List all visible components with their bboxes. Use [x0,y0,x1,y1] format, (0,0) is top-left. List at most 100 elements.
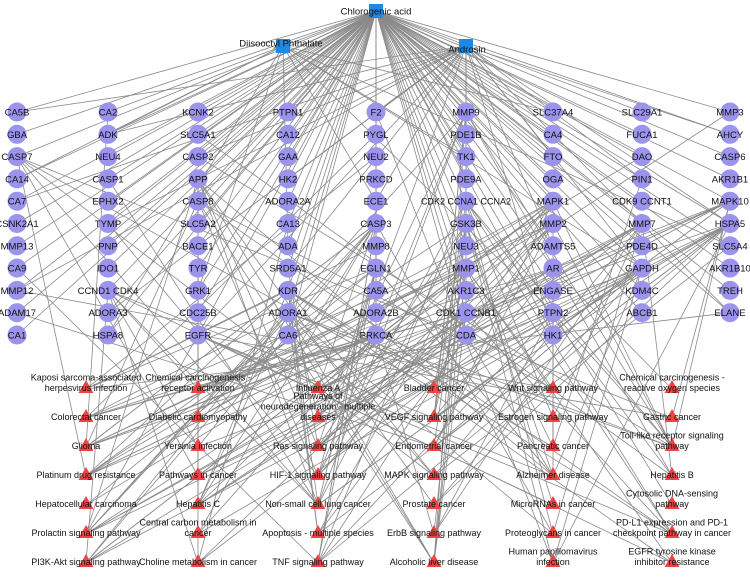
target-node-neu4[interactable] [98,147,118,167]
pathway-node-pathways-of-neurodegeneration-multiple-diseases[interactable] [310,409,326,422]
target-node-egfr[interactable] [188,325,208,345]
pathway-node-proteoglycans-in-cancer[interactable] [545,525,561,538]
target-node-app[interactable] [188,169,208,189]
target-node-hspa8[interactable] [98,325,118,345]
pathway-node-yersinia-infection[interactable] [190,438,206,451]
target-node-fto[interactable] [543,147,563,167]
target-node-pygl[interactable] [366,124,386,144]
target-node-casp6[interactable] [720,147,740,167]
target-node-mapk10[interactable] [720,191,740,211]
target-node-ca4[interactable] [543,124,563,144]
pathway-node-central-carbon-metabolism-in-cancer[interactable] [190,525,206,538]
target-node-casp7[interactable] [7,147,27,167]
target-node-oga[interactable] [543,169,563,189]
target-node-slc5a4[interactable] [720,236,740,256]
compound-node-androsin[interactable] [459,39,473,53]
target-node-kdm4c[interactable] [632,280,652,300]
target-node-ece1[interactable] [366,191,386,211]
pathway-node-hepatitis-c[interactable] [190,496,206,509]
target-node-slc5a1[interactable] [188,124,208,144]
target-node-pde1b[interactable] [456,124,476,144]
target-node-neu2[interactable] [366,147,386,167]
pathway-node-chemical-carcinogenesis-reactive-oxygen-species[interactable] [664,380,680,393]
target-node-ahcy[interactable] [720,124,740,144]
pathway-node-hepatocellular-carcinoma[interactable] [78,496,94,509]
target-node-pnp[interactable] [98,236,118,256]
pathway-node-choline-metabolism-in-cancer[interactable] [190,554,206,567]
pathway-node-pi3k-akt-signaling-pathway[interactable] [78,554,94,567]
pathway-node-mapk-signaling-pathway[interactable] [426,467,442,480]
pathway-node-toll-like-receptor-signaling-pathway[interactable] [664,438,680,451]
pathway-node-influenza-a[interactable] [310,380,326,393]
target-node-casp3[interactable] [366,214,386,233]
target-node-mmp9[interactable] [456,102,476,122]
target-node-ca1[interactable] [7,325,27,345]
target-node-pde9a[interactable] [456,169,476,189]
target-node-ca7[interactable] [7,191,27,211]
target-node-ada[interactable] [278,236,298,256]
target-node-casp1[interactable] [98,169,118,189]
target-node-mmp7[interactable] [632,214,652,233]
target-node-neu3[interactable] [456,236,476,256]
target-node-abcb1[interactable] [632,303,652,323]
pathway-node-wnt-signaling-pathway[interactable] [545,380,561,393]
target-node-slc37a4[interactable] [543,102,563,122]
pathway-node-endometrial-cancer[interactable] [426,438,442,451]
target-node-ephx2[interactable] [98,191,118,211]
target-node-cdk9-ccnt1[interactable] [632,191,652,211]
target-node-srd5a1[interactable] [278,258,298,278]
target-node-ca5a[interactable] [366,280,386,300]
target-node-csnk2a1[interactable] [7,214,27,233]
target-node-mapk1[interactable] [543,191,563,211]
target-node-ptpn2[interactable] [543,303,563,323]
target-node-casp2[interactable] [188,147,208,167]
target-node-gsk3b[interactable] [456,214,476,233]
target-node-adam17[interactable] [7,303,27,323]
target-node-ido1[interactable] [98,258,118,278]
pathway-node-estrogen-signaling-pathway[interactable] [545,409,561,422]
target-node-pde4d[interactable] [632,236,652,256]
target-node-slc5a2[interactable] [188,214,208,233]
pathway-node-cytosolic-dna-sensing-pathway[interactable] [664,496,680,509]
pathway-node-chemical-carcinogenesis-receptor-activation[interactable] [190,380,206,393]
target-node-fuca1[interactable] [632,124,652,144]
target-node-mmp2[interactable] [543,214,563,233]
target-node-treh[interactable] [720,280,740,300]
target-node-tymp[interactable] [98,214,118,233]
target-node-ca6[interactable] [278,325,298,345]
pathway-node-non-small-cell-lung-cancer[interactable] [310,496,326,509]
target-node-mmp1[interactable] [456,258,476,278]
compound-node-diisooctyl-phthalate[interactable] [276,39,290,53]
pathway-node-erbb-signaling-pathway[interactable] [426,525,442,538]
target-node-gba[interactable] [7,124,27,144]
pathway-node-diabetic-cardiomyopathy[interactable] [190,409,206,422]
pathway-node-alcoholic-liver-disease[interactable] [426,554,442,567]
pathway-node-tnf-signaling-pathway[interactable] [310,554,326,567]
target-node-engase[interactable] [543,280,563,300]
target-node-hspa5[interactable] [720,214,740,233]
pathway-node-micrornas-in-cancer[interactable] [545,496,561,509]
target-node-adora2b[interactable] [366,303,386,323]
target-node-adora3[interactable] [98,303,118,323]
target-node-ca14[interactable] [7,169,27,189]
target-node-ptpn1[interactable] [278,102,298,122]
pathway-node-pathways-in-cancer[interactable] [190,467,206,480]
target-node-cdk1-ccnb1[interactable] [456,303,476,323]
target-node-mmp13[interactable] [7,236,27,256]
target-node-slc29a1[interactable] [632,102,652,122]
target-node-casp8[interactable] [188,191,208,211]
pathway-node-glioma[interactable] [78,438,94,451]
target-node-gaa[interactable] [278,147,298,167]
target-node-adora2a[interactable] [278,191,298,211]
target-node-tyr[interactable] [188,258,208,278]
target-node-adora1[interactable] [278,303,298,323]
target-node-adamts5[interactable] [543,236,563,256]
target-node-mmp12[interactable] [7,280,27,300]
pathway-node-kaposi-sarcoma-associated-herpesvirus-infection[interactable] [78,380,94,393]
target-node-ca12[interactable] [278,124,298,144]
target-node-bace1[interactable] [188,236,208,256]
target-node-kdr[interactable] [278,280,298,300]
pathway-node-apoptosis-multiple-species[interactable] [310,525,326,538]
target-node-pin1[interactable] [632,169,652,189]
target-node-cda[interactable] [456,325,476,345]
